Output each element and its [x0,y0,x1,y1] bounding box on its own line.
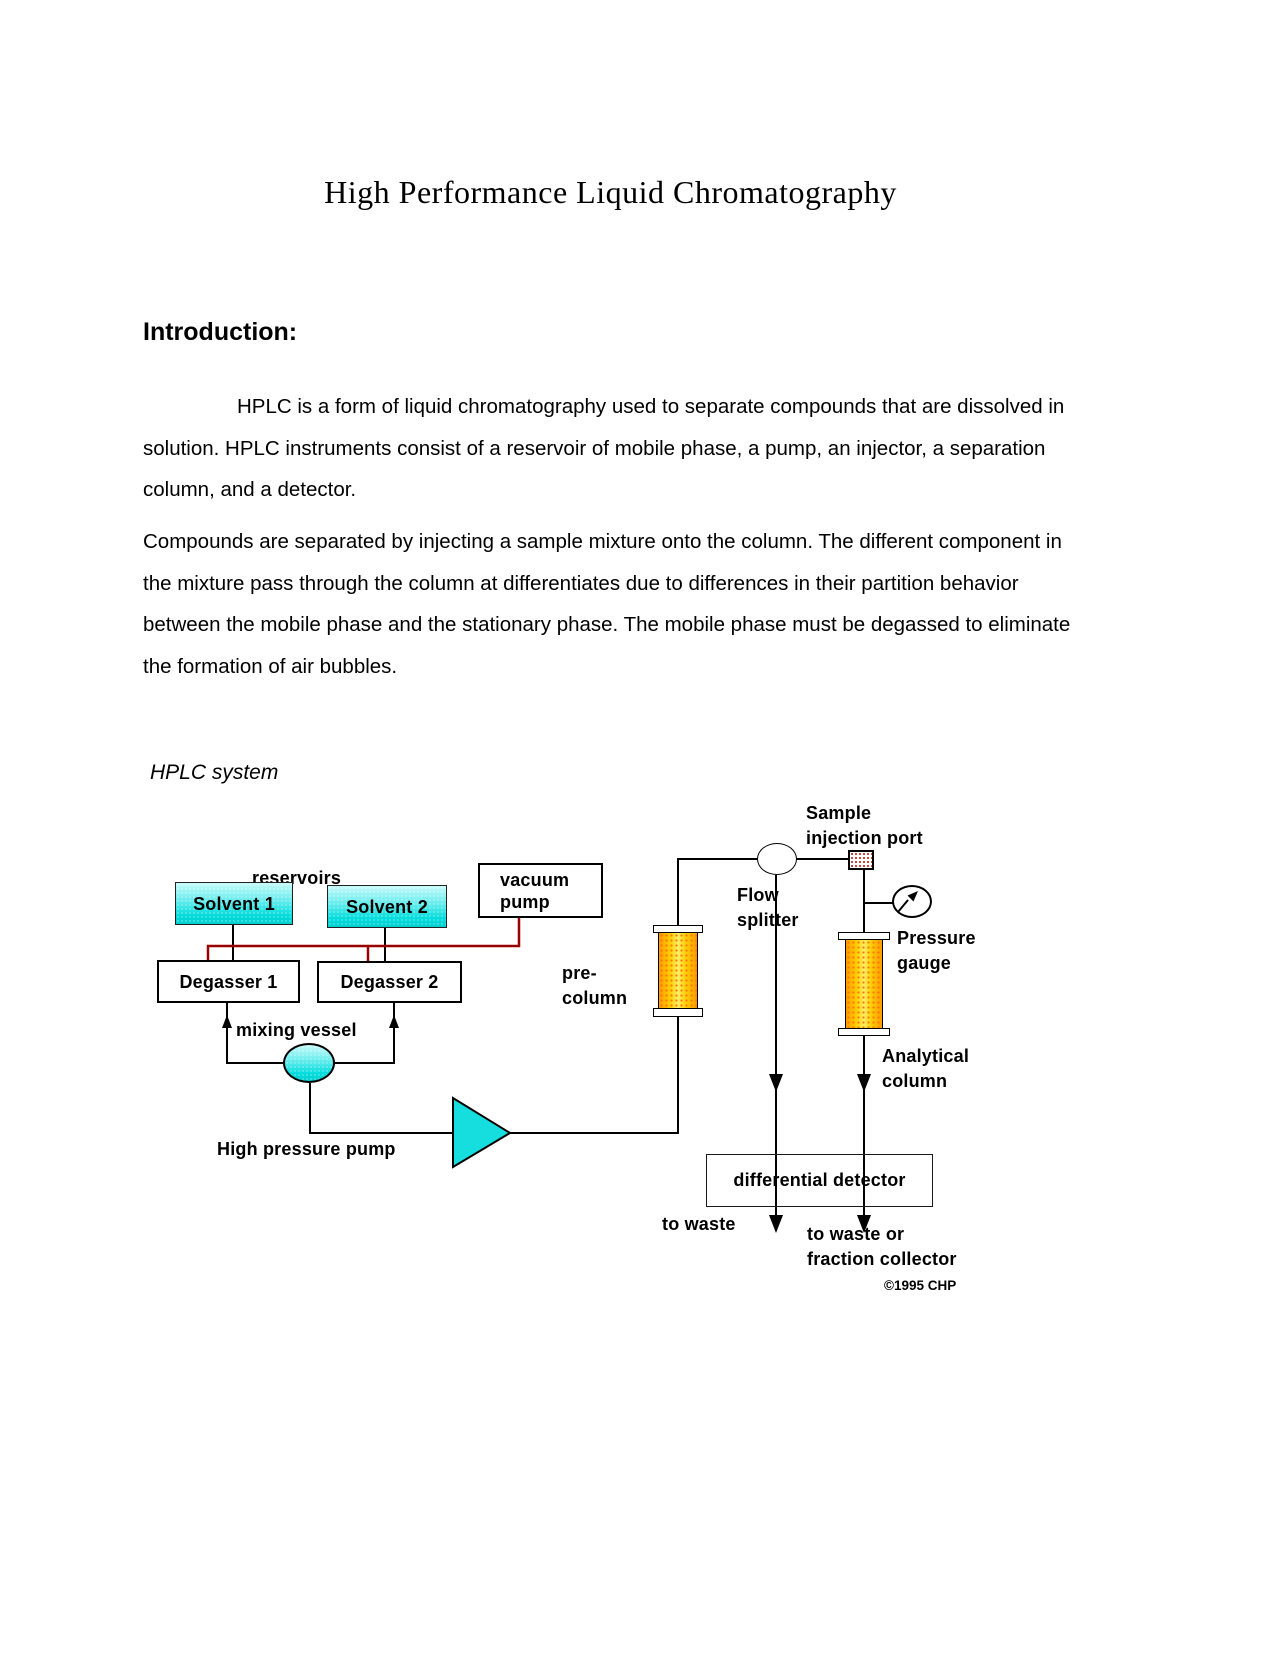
high-pressure-pump-label: High pressure pump [217,1139,396,1159]
degasser1-box: Degasser 1 [157,960,300,1003]
degasser2-box: Degasser 2 [317,961,462,1003]
arrow-down-column-icon [857,1074,871,1092]
hplc-system-diagram: reservoirs Solvent 1 Solvent 2 vacuum pu… [0,755,1280,1315]
to-waste-or-fraction-collector-label: to waste or fraction collector [807,1224,957,1269]
differential-detector-box: differential detector [706,1154,933,1207]
sample-injection-port-shape [848,850,874,870]
high-pressure-pump-shape [452,1096,512,1169]
solvent2-box: Solvent 2 [327,885,447,928]
arrow-to-collector-icon [857,1215,871,1233]
flow-splitter-shape [757,843,797,875]
arrow-up-left-icon [222,1015,232,1028]
pressure-gauge-label: Pressure gauge [897,928,976,973]
arrow-to-waste-icon [769,1215,783,1233]
arrow-up-right-icon [389,1015,399,1028]
arrow-down-splitter-icon [769,1074,783,1092]
intro-paragraph-2: Compounds are separated by injecting a s… [143,530,1071,678]
flow-splitter-label: Flow splitter [737,885,799,930]
tubing-lines [206,858,893,1233]
solvent1-box: Solvent 1 [175,882,293,925]
pre-column-body [658,932,698,1009]
intro-paragraph-1: HPLC is a form of liquid chromatography … [143,395,1065,501]
to-waste-label: to waste [662,1214,736,1234]
analytical-column-label: Analytical column [882,1046,970,1091]
pre-column-label: pre-column [562,963,628,1008]
analytical-column-bottom-cap [838,1028,890,1036]
sample-injection-port-label: Sample injection port [806,803,923,848]
vacuum-pump-box: vacuum pump [478,863,603,918]
mixing-vessel-shape [283,1043,335,1083]
analytical-column-body [845,939,883,1029]
page-title: High Performance Liquid Chromatography [324,174,897,210]
figure-caption: HPLC system [150,761,279,784]
copyright-label: ©1995 CHP [884,1278,957,1293]
intro-heading: Introduction: [143,318,298,346]
mixing-vessel-label: mixing vessel [236,1020,357,1040]
pressure-gauge-shape [892,885,932,918]
gauge-needle-icon [897,891,918,913]
pre-column-bottom-cap [653,1008,703,1017]
